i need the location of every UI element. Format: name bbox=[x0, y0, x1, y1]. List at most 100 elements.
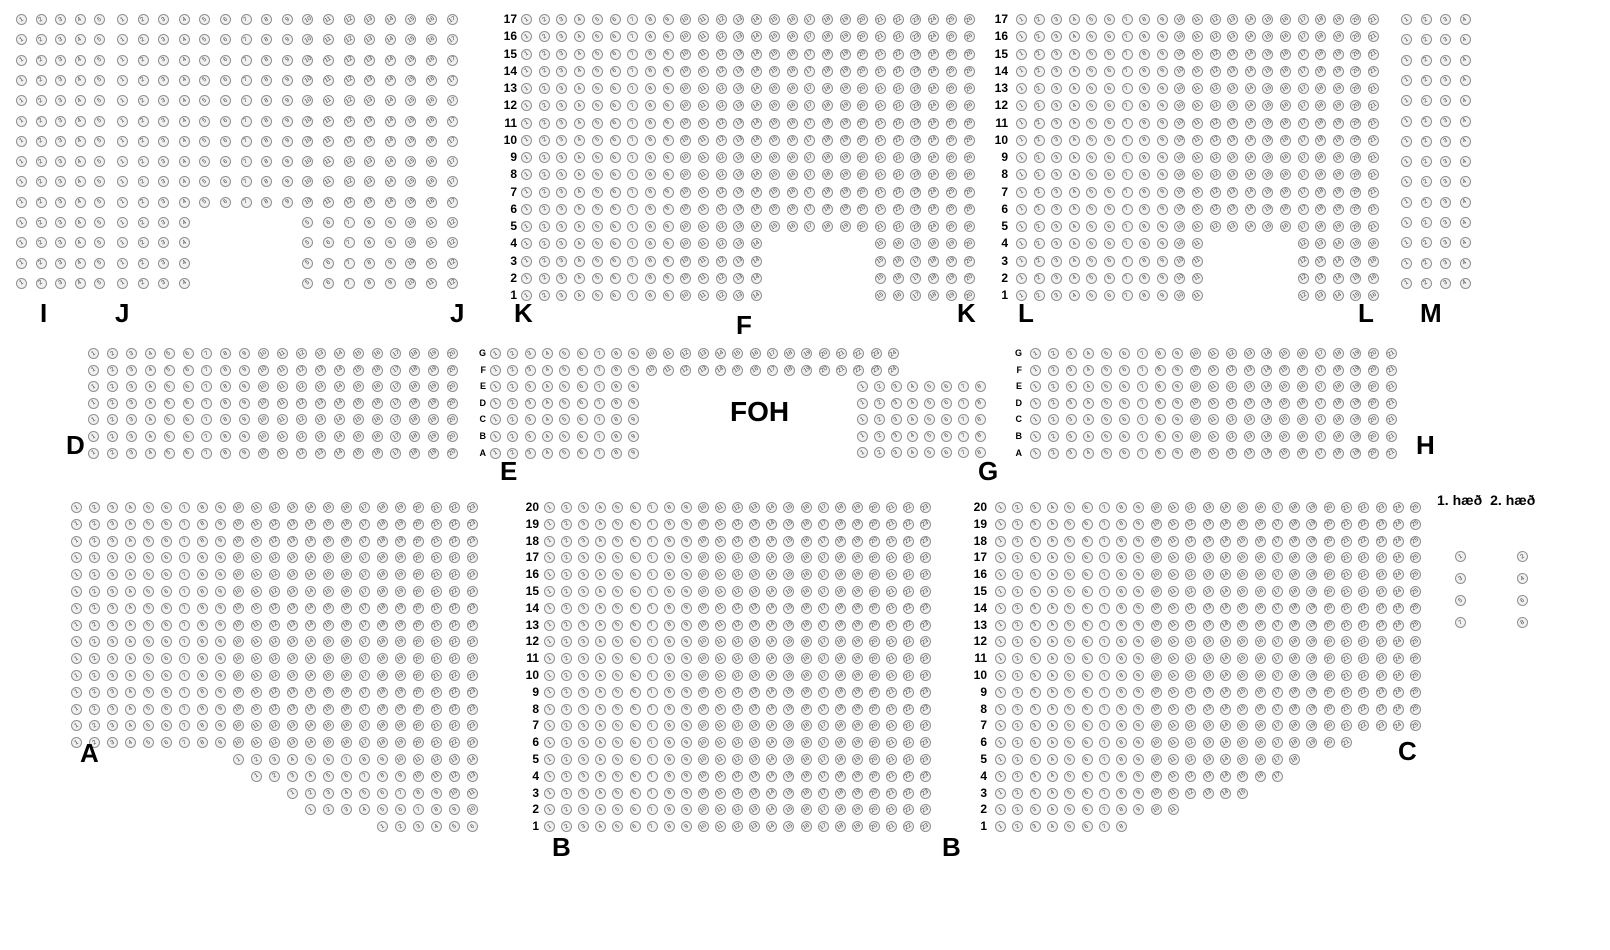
seat[interactable]: 13 bbox=[749, 737, 761, 749]
seat[interactable]: 21 bbox=[875, 31, 886, 43]
seat[interactable]: 13 bbox=[1227, 83, 1239, 94]
seat[interactable]: 12 bbox=[715, 290, 727, 301]
seat[interactable]: 8 bbox=[220, 381, 232, 393]
seat[interactable]: 8 bbox=[663, 636, 675, 648]
seat[interactable]: 6 bbox=[323, 754, 334, 765]
seat[interactable]: 14 bbox=[1332, 255, 1344, 267]
seat[interactable]: 21 bbox=[1368, 134, 1379, 146]
seat[interactable]: 9 bbox=[384, 277, 396, 289]
seat[interactable]: 18 bbox=[1332, 348, 1344, 359]
seat[interactable]: 2 bbox=[1033, 117, 1045, 129]
seat[interactable]: 8 bbox=[644, 152, 656, 163]
seat[interactable]: 14 bbox=[1244, 48, 1256, 60]
seat[interactable]: 13 bbox=[749, 586, 761, 597]
seat[interactable]: 4 bbox=[144, 414, 156, 426]
seat[interactable]: 9 bbox=[662, 48, 674, 60]
seat[interactable]: 3 bbox=[55, 217, 66, 228]
seat[interactable]: 9 bbox=[1133, 552, 1145, 564]
seat[interactable]: 6 bbox=[182, 348, 194, 359]
seat[interactable]: 6 bbox=[629, 720, 641, 732]
seat[interactable]: 13 bbox=[364, 115, 376, 127]
seat[interactable]: 20 bbox=[1350, 203, 1362, 215]
seat[interactable]: 17 bbox=[359, 552, 370, 564]
seat[interactable]: 15 bbox=[768, 14, 780, 25]
seat[interactable]: 14 bbox=[1244, 14, 1256, 25]
seat[interactable]: 11 bbox=[698, 83, 709, 94]
seat[interactable]: 24 bbox=[1392, 552, 1404, 564]
seat[interactable]: 7 bbox=[627, 272, 639, 284]
seat[interactable]: 22 bbox=[903, 552, 915, 564]
seat[interactable]: 15 bbox=[323, 720, 334, 732]
seat[interactable]: 3 bbox=[578, 569, 590, 581]
seat[interactable]: 13 bbox=[287, 670, 298, 681]
seat[interactable]: 1 bbox=[16, 277, 27, 289]
seat[interactable]: 9 bbox=[680, 737, 692, 749]
seat[interactable]: 8 bbox=[644, 100, 656, 112]
seat[interactable]: 8 bbox=[644, 290, 656, 301]
seat[interactable]: 18 bbox=[784, 364, 796, 376]
seat[interactable]: 3 bbox=[158, 217, 170, 228]
seat[interactable]: 1 bbox=[1030, 381, 1041, 393]
seat[interactable]: 15 bbox=[323, 518, 334, 530]
seat[interactable]: 18 bbox=[834, 720, 846, 732]
seat[interactable]: 6 bbox=[576, 397, 588, 409]
seat[interactable]: 5 bbox=[559, 348, 571, 359]
seat[interactable]: 3 bbox=[556, 100, 568, 112]
seat[interactable]: 14 bbox=[305, 686, 316, 698]
seat[interactable]: 15 bbox=[405, 196, 417, 208]
seat[interactable]: 4 bbox=[74, 34, 86, 46]
seat[interactable]: 11 bbox=[698, 100, 709, 112]
seat[interactable]: 5 bbox=[143, 703, 154, 715]
seat[interactable]: 18 bbox=[409, 348, 421, 359]
seat[interactable]: 5 bbox=[612, 569, 624, 581]
seat[interactable]: 4 bbox=[1068, 238, 1080, 250]
seat[interactable]: 5 bbox=[94, 196, 105, 208]
seat[interactable]: 7 bbox=[957, 447, 969, 459]
seat[interactable]: 19 bbox=[395, 569, 406, 581]
seat[interactable]: 3 bbox=[55, 196, 66, 208]
seat[interactable]: 5 bbox=[199, 54, 211, 66]
seat[interactable]: 17 bbox=[390, 414, 402, 426]
seat[interactable]: 3 bbox=[1440, 135, 1451, 147]
seat[interactable]: 16 bbox=[341, 602, 352, 614]
seat[interactable]: 17 bbox=[817, 518, 829, 530]
seat[interactable]: 17 bbox=[910, 272, 922, 284]
seat[interactable]: 12 bbox=[269, 653, 280, 665]
seat[interactable]: 4 bbox=[595, 602, 607, 614]
seat[interactable]: 2 bbox=[137, 34, 149, 46]
seat[interactable]: 8 bbox=[644, 48, 656, 60]
seat[interactable]: 12 bbox=[446, 217, 458, 228]
seat[interactable]: 1 bbox=[1016, 117, 1027, 129]
seat[interactable]: 15 bbox=[783, 754, 795, 765]
seat[interactable]: 21 bbox=[1341, 552, 1352, 564]
seat[interactable]: 20 bbox=[447, 414, 459, 426]
seat[interactable]: 11 bbox=[413, 754, 424, 765]
seat[interactable]: 19 bbox=[395, 602, 406, 614]
seat[interactable]: 5 bbox=[94, 54, 105, 66]
seat[interactable]: 24 bbox=[928, 221, 940, 232]
seat[interactable]: 2 bbox=[561, 821, 573, 833]
seat[interactable]: 4 bbox=[574, 65, 586, 77]
seat[interactable]: 17 bbox=[817, 502, 829, 513]
seat[interactable]: 5 bbox=[143, 737, 154, 749]
seat[interactable]: 5 bbox=[559, 381, 571, 393]
seat[interactable]: 13 bbox=[364, 176, 376, 188]
seat[interactable]: 13 bbox=[287, 703, 298, 715]
seat[interactable]: 23 bbox=[920, 703, 932, 715]
seat[interactable]: 24 bbox=[928, 203, 940, 215]
seat[interactable]: 10 bbox=[302, 135, 314, 147]
seat[interactable]: 1 bbox=[1030, 348, 1041, 359]
seat[interactable]: 6 bbox=[161, 670, 172, 681]
seat[interactable]: 16 bbox=[800, 602, 812, 614]
seat[interactable]: 5 bbox=[1086, 169, 1098, 181]
seat[interactable]: 21 bbox=[431, 720, 442, 732]
seat[interactable]: 19 bbox=[395, 535, 406, 547]
seat[interactable]: 8 bbox=[220, 431, 232, 442]
seat[interactable]: 1 bbox=[117, 34, 128, 46]
seat[interactable]: 24 bbox=[928, 134, 940, 146]
seat[interactable]: 7 bbox=[646, 619, 658, 631]
seat[interactable]: 12 bbox=[295, 348, 307, 359]
seat[interactable]: 2 bbox=[561, 653, 573, 665]
seat[interactable]: 3 bbox=[269, 754, 280, 765]
seat[interactable]: 2 bbox=[561, 804, 573, 816]
